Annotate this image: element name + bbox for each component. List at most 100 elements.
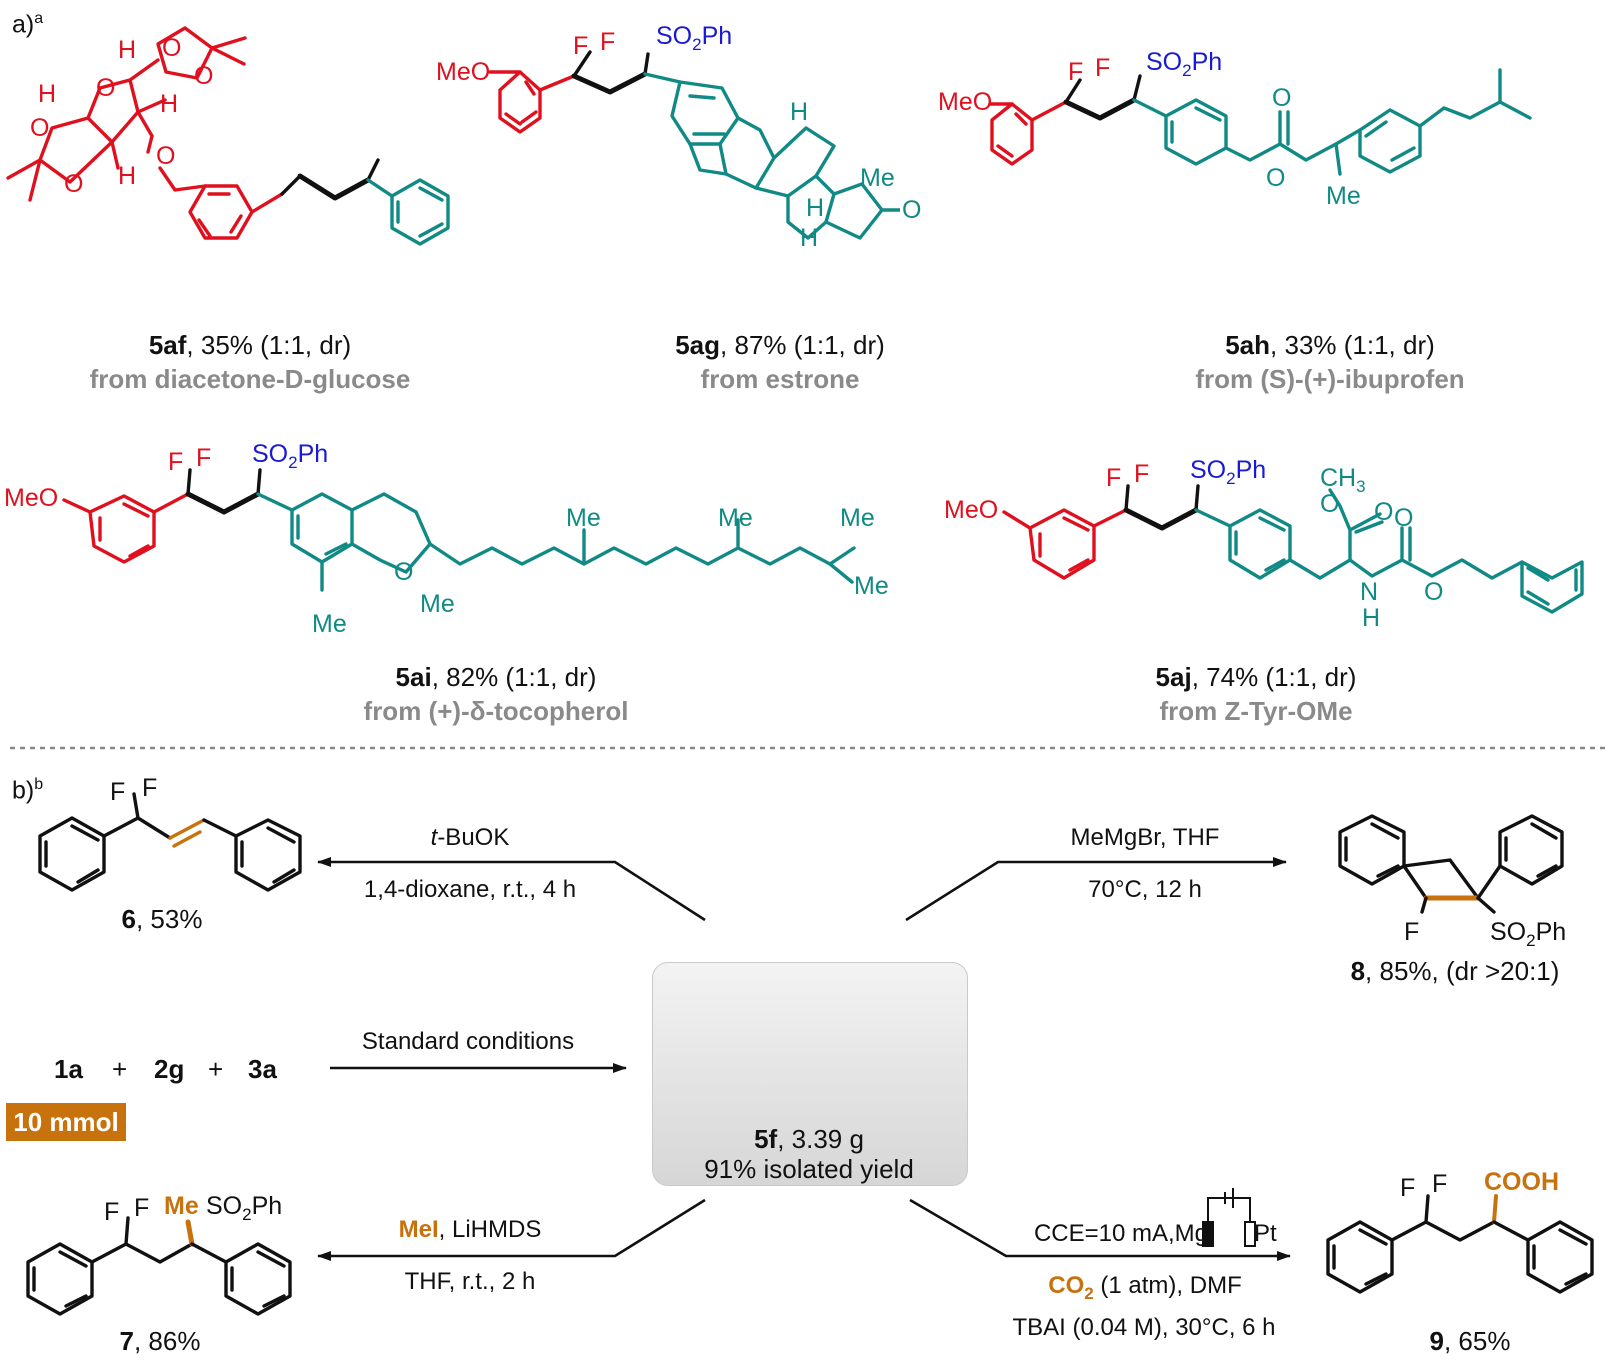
arrow-to-6	[317, 857, 706, 922]
electrolysis-conditions: CCE=10 mA,Mg	[1033, 1220, 1208, 1247]
co2-conditions: CO2 (1 atm), DMF	[1048, 1272, 1242, 1303]
atom-H: H	[1362, 604, 1380, 632]
electrode-icon	[1202, 1188, 1256, 1247]
atom-F: F	[196, 444, 211, 472]
electrode-pt-label: Pt	[1254, 1220, 1277, 1247]
caption-5ai: 5ai, 82% (1:1, dr)	[395, 662, 597, 692]
atom-F: F	[1095, 54, 1110, 82]
panel-a-label: a)a	[12, 10, 44, 39]
caption-5af: 5af, 35% (1:1, dr)	[148, 330, 352, 360]
atom-O: O	[96, 74, 115, 102]
reagent-3a: 3a	[248, 1054, 277, 1084]
atom-Me: Me	[164, 1192, 199, 1220]
atom-O: O	[902, 196, 921, 224]
arrow-to-7	[317, 1198, 706, 1261]
tbai-conditions: TBAI (0.04 M), 30°C, 6 h	[1012, 1314, 1276, 1341]
atom-H: H	[118, 36, 136, 64]
product-5f-box	[652, 962, 968, 1186]
atom-O: O	[194, 62, 213, 90]
plus-sign: +	[208, 1054, 224, 1084]
arrow-to-8	[905, 857, 1287, 922]
atom-O: O	[1394, 504, 1413, 532]
source-5ah: from (S)-(+)-ibuprofen	[1195, 364, 1465, 394]
reagent-2g: 2g	[154, 1054, 185, 1084]
atom-O: O	[1266, 164, 1285, 192]
atom-MeO: MeO	[938, 88, 992, 116]
caption-5ag: 5ag, 87% (1:1, dr)	[675, 330, 885, 360]
atom-Me: Me	[566, 504, 601, 532]
atom-SO2Ph: SO2Ph	[656, 22, 732, 54]
structure-9	[1326, 1194, 1594, 1294]
atom-H: H	[800, 224, 818, 252]
atom-H: H	[806, 194, 824, 222]
atom-SO2Ph: SO2Ph	[252, 440, 328, 472]
atom-O: O	[1320, 490, 1339, 518]
caption-5f: 5f, 3.39 g	[754, 1124, 864, 1154]
label-8: 8, 85%, (dr >20:1)	[1350, 956, 1560, 986]
atom-H: H	[790, 98, 808, 126]
source-5aj: from Z-Tyr-OMe	[1159, 696, 1353, 726]
source-5ai: from (+)-δ-tocopherol	[363, 696, 629, 726]
reagent-MeMgBr: MeMgBr, THF	[1070, 824, 1220, 851]
structure-5af	[6, 26, 450, 246]
arrow-to-9	[909, 1198, 1291, 1261]
atom-Me: Me	[1326, 182, 1361, 210]
panel-b-label: b)b	[12, 776, 44, 805]
source-5ag: from estrone	[700, 364, 860, 394]
atom-MeO: MeO	[944, 496, 998, 524]
atom-H: H	[118, 162, 136, 190]
atom-F: F	[134, 1194, 149, 1222]
atom-F: F	[573, 32, 588, 60]
structure-6	[38, 792, 302, 892]
atom-H: H	[38, 80, 56, 108]
atom-F: F	[104, 1198, 119, 1226]
conditions-to-6: 1,4-dioxane, r.t., 4 h	[363, 876, 577, 903]
atom-MeO: MeO	[436, 58, 490, 86]
atom-F: F	[1400, 1174, 1415, 1202]
reagent-tBuOK: t-BuOK	[430, 824, 510, 851]
atom-SO2Ph: SO2Ph	[1190, 456, 1266, 488]
atom-F: F	[142, 774, 157, 802]
atom-F: F	[1404, 918, 1419, 946]
atom-O: O	[1374, 498, 1393, 526]
reagent-MeI: MeI, LiHMDS	[398, 1216, 542, 1243]
atom-Me: Me	[718, 504, 753, 532]
label-9: 9, 65%	[1429, 1326, 1511, 1356]
atom-O: O	[64, 170, 83, 198]
caption-5aj: 5aj, 74% (1:1, dr)	[1155, 662, 1357, 692]
atom-F: F	[1106, 464, 1121, 492]
atom-O: O	[1272, 84, 1291, 112]
atom-Me: Me	[840, 504, 875, 532]
atom-Me: Me	[420, 590, 455, 618]
atom-F: F	[1432, 1170, 1447, 1198]
standard-conditions-label: Standard conditions	[361, 1028, 575, 1055]
atom-O: O	[162, 34, 181, 62]
atom-Me: Me	[312, 610, 347, 638]
atom-F: F	[1134, 460, 1149, 488]
atom-F: F	[600, 28, 615, 56]
caption-5f-yield: 91% isolated yield	[704, 1154, 914, 1184]
atom-H: H	[160, 90, 178, 118]
conditions-to-8: 70°C, 12 h	[1088, 876, 1202, 903]
arrows	[317, 857, 1291, 1261]
atom-F: F	[1068, 58, 1083, 86]
atom-O: O	[30, 114, 49, 142]
reagent-1a: 1a	[54, 1054, 83, 1084]
structure-7	[26, 1216, 292, 1316]
atom-MeO: MeO	[4, 484, 58, 512]
atom-Me: Me	[854, 572, 889, 600]
structure-5aj	[1002, 484, 1584, 614]
plus-sign: +	[112, 1054, 128, 1084]
atom-O: O	[394, 558, 413, 586]
atom-F: F	[110, 778, 125, 806]
label-6: 6, 53%	[121, 904, 203, 934]
atom-O: O	[1424, 578, 1443, 606]
atom-F: F	[168, 448, 183, 476]
source-5af: from diacetone-D-glucose	[89, 364, 411, 394]
atom-SO2Ph: SO2Ph	[206, 1192, 282, 1224]
structure-5ah	[988, 68, 1532, 176]
atom-SO2Ph: SO2Ph	[1146, 48, 1222, 80]
structure-5ag	[488, 50, 884, 240]
atom-O: O	[156, 142, 175, 170]
structure-8	[1338, 814, 1564, 914]
